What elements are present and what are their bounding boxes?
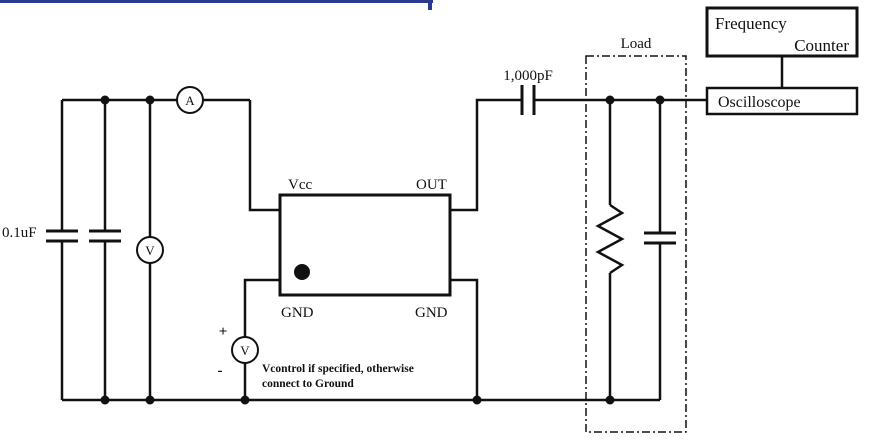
frequency-counter-box xyxy=(705,6,859,58)
load-dashed-box xyxy=(585,55,687,433)
series-cap-label: 1,000pF xyxy=(503,68,553,84)
plus-sign: + xyxy=(219,324,228,340)
junction-dot xyxy=(472,395,482,405)
load-capacitor-symbol xyxy=(644,231,676,245)
wire-out-route xyxy=(450,98,522,212)
junction-dot xyxy=(655,95,665,105)
junction-dot xyxy=(605,95,615,105)
voltmeter-control-letter: V xyxy=(240,343,250,358)
junction-dot xyxy=(145,395,155,405)
wires xyxy=(60,56,784,402)
wire-vcc-feed xyxy=(248,100,280,212)
meters xyxy=(136,86,259,364)
blue-divider-tick xyxy=(428,0,432,10)
load-label: Load xyxy=(621,36,652,52)
junction-dot xyxy=(100,95,110,105)
bypass-capacitor-1-symbol xyxy=(46,229,78,243)
wire-gnd-right-route xyxy=(450,278,479,400)
blue-divider-line xyxy=(0,0,433,3)
vcc-pin-label: Vcc xyxy=(288,177,312,193)
junction-dot xyxy=(100,395,110,405)
pin1-dot xyxy=(294,264,310,280)
dut-box xyxy=(278,193,452,297)
vcontrol-note-line2: connect to Ground xyxy=(262,378,354,390)
oscilloscope-label: Oscilloscope xyxy=(718,94,801,111)
junction-dot xyxy=(240,395,250,405)
wire-gnd-left-route xyxy=(243,278,280,337)
series-capacitor-symbol xyxy=(520,85,536,115)
out-pin-label: OUT xyxy=(416,177,447,193)
gnd-right-pin-label: GND xyxy=(415,305,448,321)
ammeter-letter: A xyxy=(185,93,195,108)
bypass-capacitor-2-symbol xyxy=(89,229,121,243)
ammeter-symbol xyxy=(176,86,204,114)
frequency-counter-label-line2: Counter xyxy=(794,36,849,55)
voltmeter-supply-letter: V xyxy=(145,243,155,258)
junction-dot xyxy=(605,395,615,405)
frequency-counter-label-line1: Frequency xyxy=(715,14,787,33)
capacitor-symbols xyxy=(46,85,676,245)
resistor-symbol xyxy=(595,203,625,275)
voltmeter-control-symbol xyxy=(231,336,259,364)
vcontrol-note-line1: Vcontrol if specified, otherwise xyxy=(262,363,414,375)
voltmeter-supply-symbol xyxy=(136,236,164,264)
oscilloscope-box xyxy=(705,86,859,116)
bypass-cap-label: 0.1uF xyxy=(2,225,37,241)
gnd-left-pin-label: GND xyxy=(281,305,314,321)
junction-dots xyxy=(100,95,665,405)
junction-dot xyxy=(145,95,155,105)
minus-sign: - xyxy=(218,363,223,379)
